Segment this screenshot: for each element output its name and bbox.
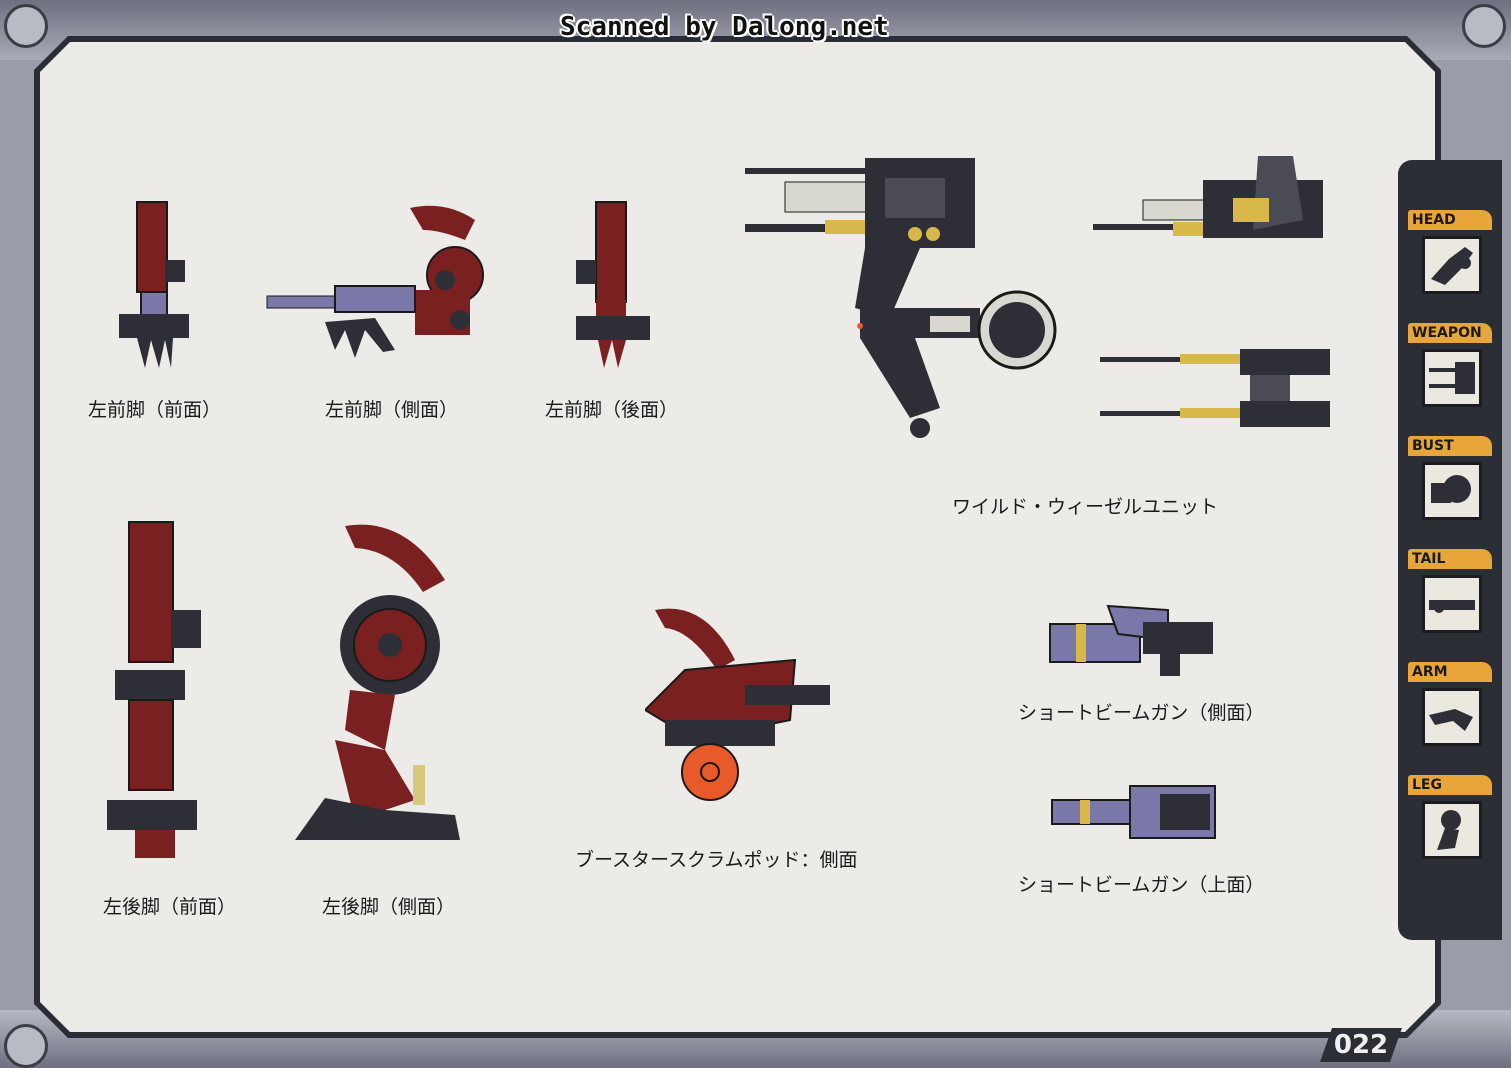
- tab-head[interactable]: HEAD: [1408, 210, 1494, 312]
- left-front-leg-front-drawing: [119, 201, 189, 368]
- caption-left-rear-leg-side: 左後脚（側面）: [322, 896, 456, 918]
- tab-leg-label: LEG: [1408, 775, 1492, 795]
- tab-tail-label: TAIL: [1408, 549, 1492, 569]
- corner-bolt-icon: [1462, 4, 1506, 48]
- weapon-icon: [1422, 349, 1482, 407]
- head-icon: [1422, 236, 1482, 294]
- left-front-leg-side-drawing: [266, 205, 484, 358]
- caption-short-beam-gun-side: ショートビームガン（側面）: [1018, 702, 1265, 724]
- caption-booster-scram-pod: ブースタースクラムポッド：側面: [575, 849, 858, 871]
- tail-icon: [1422, 575, 1482, 633]
- caption-left-front-leg-back: 左前脚（後面）: [545, 399, 679, 421]
- caption-left-rear-leg-front: 左後脚（前面）: [103, 896, 237, 918]
- caption-left-front-leg-side: 左前脚（側面）: [325, 399, 459, 421]
- booster-scram-pod-drawing: [645, 608, 830, 801]
- short-beam-gun-top-drawing: [1051, 785, 1216, 839]
- caption-wild-weasel-unit: ワイルド・ウィーゼルユニット: [952, 496, 1219, 518]
- caption-short-beam-gun-top: ショートビームガン（上面）: [1018, 874, 1265, 896]
- left-front-leg-back-drawing: [576, 201, 650, 368]
- tab-bust-label: BUST: [1408, 436, 1492, 456]
- wild-weasel-unit-drawing: [745, 158, 1057, 438]
- arm-icon: [1422, 688, 1482, 746]
- tab-arm[interactable]: ARM: [1408, 662, 1494, 764]
- short-beam-gun-side-drawing: [1049, 604, 1213, 676]
- wild-weasel-guns-drawing: [1100, 349, 1330, 427]
- left-rear-leg-side-drawing: [295, 524, 460, 840]
- tab-leg[interactable]: LEG: [1408, 775, 1494, 877]
- left-rear-leg-front-drawing: [107, 521, 201, 858]
- tab-head-label: HEAD: [1408, 210, 1492, 230]
- scan-watermark: Scanned by Dalong.net: [560, 12, 889, 42]
- tab-weapon[interactable]: WEAPON: [1408, 323, 1494, 425]
- wild-weasel-turret-drawing: [1093, 156, 1323, 238]
- tab-bust[interactable]: BUST: [1408, 436, 1494, 538]
- corner-bolt-icon: [4, 1024, 48, 1068]
- tab-weapon-label: WEAPON: [1408, 323, 1492, 343]
- tab-arm-label: ARM: [1408, 662, 1492, 682]
- leg-icon: [1422, 801, 1482, 859]
- page-number: 022: [1320, 1028, 1402, 1062]
- corner-bolt-icon: [4, 4, 48, 48]
- bust-icon: [1422, 462, 1482, 520]
- tab-tail[interactable]: TAIL: [1408, 549, 1494, 651]
- caption-left-front-leg-front: 左前脚（前面）: [88, 399, 222, 421]
